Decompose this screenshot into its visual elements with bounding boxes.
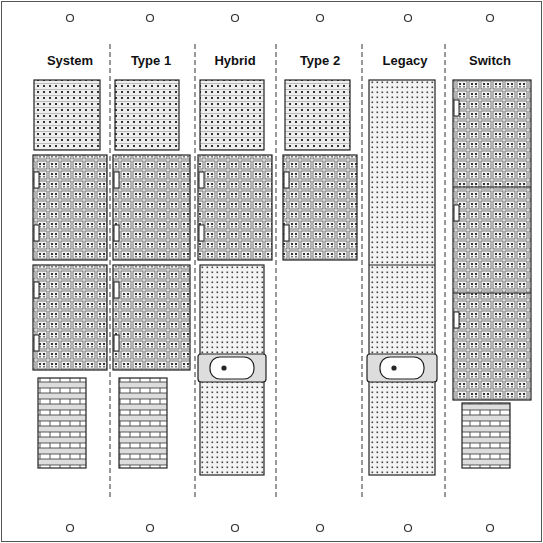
column-heading: Legacy — [363, 53, 447, 69]
column-heading: Type 1 — [109, 53, 193, 69]
column-heading: System — [28, 53, 112, 69]
column-heading: Switch — [448, 53, 532, 69]
column-heading: Hybrid — [193, 53, 277, 69]
column-heading: Type 2 — [278, 53, 362, 69]
